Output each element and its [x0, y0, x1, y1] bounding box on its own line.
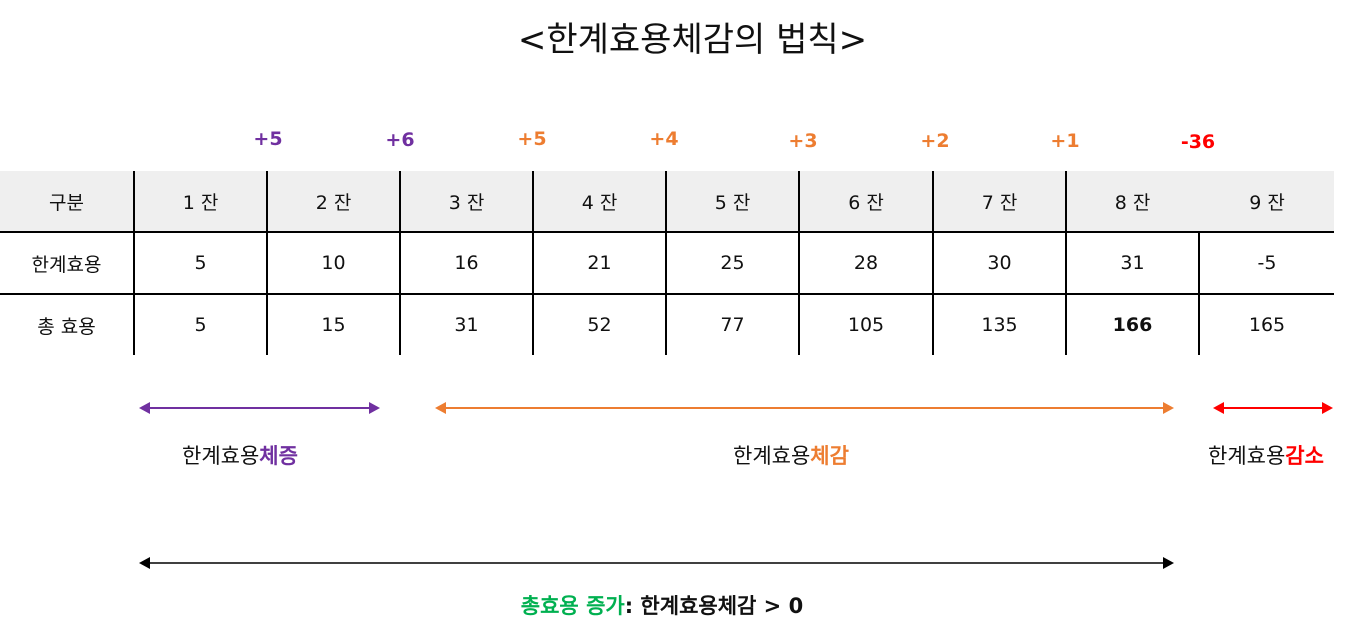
decrease-range-arrow [1213, 402, 1333, 414]
diminish-range-arrow [435, 402, 1174, 414]
table-header-cell: 5 잔 [665, 171, 799, 233]
difference-label: +4 [649, 128, 679, 150]
table-cell: 30 [932, 232, 1066, 295]
difference-label: -36 [1180, 131, 1216, 153]
difference-label: +3 [788, 130, 818, 152]
difference-label: +6 [385, 129, 415, 151]
label-highlight: 체증 [259, 444, 298, 468]
difference-label: +2 [920, 130, 950, 152]
increase-range-arrow [139, 402, 380, 414]
difference-label: +1 [1050, 130, 1080, 152]
summary-text: 총효용 증가: 한계효용체감 > 0 [0, 590, 1324, 620]
table-cell: 한계효용 [0, 232, 134, 295]
difference-label: +5 [253, 128, 283, 150]
table-cell: 총 효용 [37, 315, 96, 338]
table-row-total: 총 효용 5 15 31 52 77 105 135 166 165 [0, 294, 1334, 355]
summary-green: 총효용 증가 [520, 594, 625, 618]
label-highlight: 감소 [1285, 444, 1324, 468]
total-increase-arrow [139, 557, 1174, 569]
table-cell: 5 [133, 232, 267, 295]
table-cell: 31 [1065, 232, 1199, 295]
table-header-row: 구분 1 잔 2 잔 3 잔 4 잔 5 잔 6 잔 7 잔 8 잔 9 잔 [0, 171, 1334, 233]
increase-range-label: 한계효용체증 [182, 440, 298, 470]
difference-label: +5 [517, 128, 547, 150]
table-cell: 165 [1198, 294, 1334, 355]
table-cell: 28 [798, 232, 933, 295]
label-prefix: 한계효용 [733, 444, 811, 468]
table-header-cell: 8 잔 [1065, 171, 1199, 233]
table-cell: -5 [1198, 232, 1334, 295]
label-prefix: 한계효용 [1208, 444, 1286, 468]
table-header-cell: 4 잔 [532, 171, 666, 233]
table-header-cell: 2 잔 [266, 171, 400, 233]
table-cell: 21 [532, 232, 666, 295]
table-header-cell: 7 잔 [932, 171, 1066, 233]
table-cell: 77 [665, 294, 799, 355]
label-prefix: 한계효용 [182, 444, 260, 468]
table-cell: 5 [133, 294, 267, 355]
table-header-cell: 6 잔 [798, 171, 933, 233]
table-cell: 16 [399, 232, 533, 295]
table-cell: 31 [399, 294, 533, 355]
diminish-range-label: 한계효용체감 [733, 440, 849, 470]
table-header-cell: 3 잔 [399, 171, 533, 233]
table-cell: 15 [266, 294, 400, 355]
table-header-cell: 9 잔 [1198, 171, 1334, 233]
table-cell-max-total: 166 [1065, 294, 1199, 355]
page-title: <한계효용체감의 법칙> [517, 20, 868, 60]
table-cell: 135 [932, 294, 1066, 355]
table-row-marginal: 한계효용 5 10 16 21 25 28 30 31 -5 [0, 232, 1334, 295]
summary-rest: : 한계효용체감 > 0 [624, 594, 804, 618]
table-cell: 25 [665, 232, 799, 295]
label-highlight: 체감 [810, 444, 849, 468]
table-cell: 52 [532, 294, 666, 355]
decrease-range-label: 한계효용감소 [1208, 440, 1324, 470]
table-header-cell: 구분 [0, 171, 134, 233]
utility-table: 구분 1 잔 2 잔 3 잔 4 잔 5 잔 6 잔 7 잔 8 잔 9 잔 한… [0, 171, 1334, 355]
table-header-cell: 1 잔 [133, 171, 267, 233]
table-cell: 105 [798, 294, 933, 355]
difference-row: +5 +6 +5 +4 +3 +2 +1 -36 [0, 125, 1361, 165]
table-cell: 10 [266, 232, 400, 295]
